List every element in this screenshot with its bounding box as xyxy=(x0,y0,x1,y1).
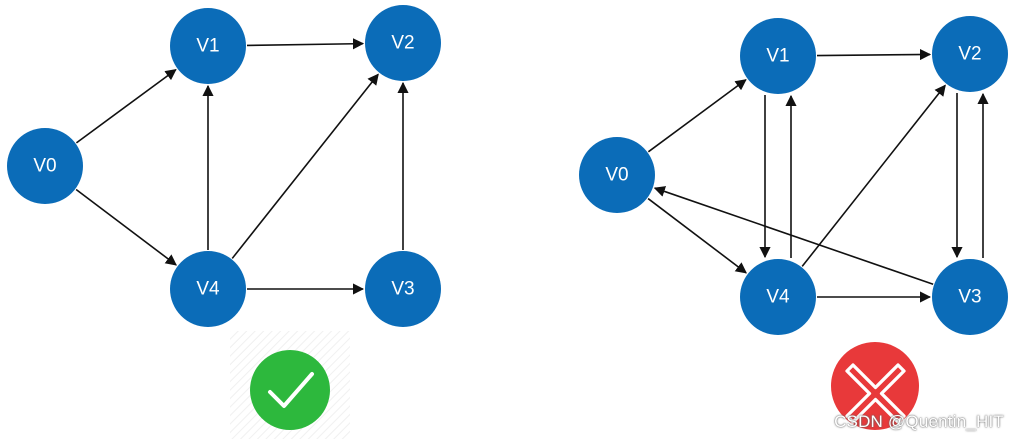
node-v3: V3 xyxy=(365,251,441,327)
edge-v0-to-v4 xyxy=(647,197,748,274)
node-label: V4 xyxy=(196,279,220,300)
node-circle xyxy=(740,259,816,335)
node-v0: V0 xyxy=(7,128,83,204)
node-circle xyxy=(365,251,441,327)
edge-v0-to-v4 xyxy=(75,188,177,266)
edge-v1-to-v2 xyxy=(246,38,365,50)
node-label: V3 xyxy=(391,279,414,300)
edges xyxy=(75,38,409,295)
node-circle xyxy=(579,137,655,213)
node-circle xyxy=(170,251,246,327)
node-circle xyxy=(170,8,246,84)
edge-v3-to-v0 xyxy=(653,186,934,286)
edge-v0-to-v1 xyxy=(647,79,747,153)
node-label: V2 xyxy=(391,33,414,54)
node-label: V1 xyxy=(196,36,219,57)
watermark: CSDN @Quentin_HIT xyxy=(834,412,1004,431)
cross-mark-icon xyxy=(831,342,919,430)
node-v2: V2 xyxy=(932,16,1008,92)
node-v1: V1 xyxy=(740,18,816,94)
node-label: V0 xyxy=(33,156,56,177)
node-v3: V3 xyxy=(932,259,1008,335)
check-mark-icon xyxy=(230,331,350,439)
node-v0: V0 xyxy=(579,137,655,213)
node-v4: V4 xyxy=(740,259,816,335)
node-label: V2 xyxy=(958,44,981,65)
node-v2: V2 xyxy=(365,5,441,81)
node-circle xyxy=(932,259,1008,335)
node-circle xyxy=(932,16,1008,92)
node-v4: V4 xyxy=(170,251,246,327)
edges xyxy=(647,48,989,303)
edge-v4-to-v2 xyxy=(231,73,379,259)
edge-v0-to-v1 xyxy=(75,69,177,144)
node-label: V1 xyxy=(766,46,789,67)
node-circle xyxy=(7,128,83,204)
node-label: V0 xyxy=(605,165,628,186)
node-label: V4 xyxy=(766,287,790,308)
node-circle xyxy=(740,18,816,94)
node-circle xyxy=(365,5,441,81)
edge-v4-to-v2 xyxy=(801,84,946,267)
node-label: V3 xyxy=(958,287,981,308)
node-v1: V1 xyxy=(170,8,246,84)
edge-v1-to-v2 xyxy=(816,48,932,61)
